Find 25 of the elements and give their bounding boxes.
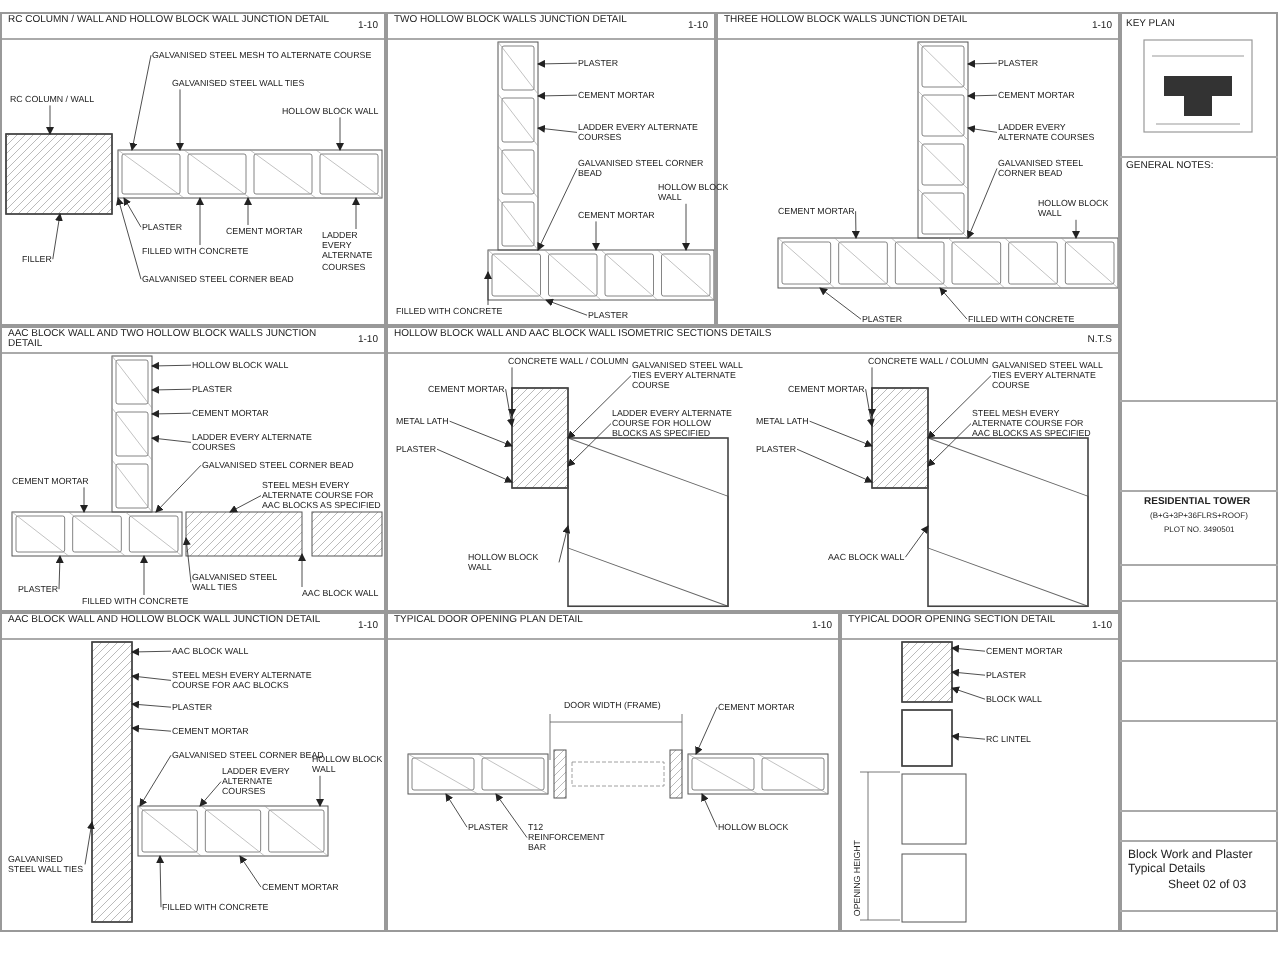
block-wall-section [137, 805, 329, 857]
block-wall-section [11, 511, 183, 557]
block-wall-section [497, 41, 539, 251]
detail-panel [386, 326, 1120, 612]
detail-panel [386, 612, 840, 932]
block-wall-section [407, 753, 549, 795]
wall-drawing [567, 437, 729, 608]
block-wall-section [901, 641, 953, 703]
block-wall-section [117, 149, 383, 199]
block-wall-section [687, 753, 829, 795]
lintel-section [901, 709, 953, 767]
detail-panel [0, 12, 386, 326]
detail-panel [0, 612, 386, 932]
detail-panel [840, 612, 1120, 932]
block-wall-section [487, 249, 714, 301]
block-wall-section [917, 41, 969, 239]
column-section [5, 133, 113, 215]
block-wall-section [777, 237, 1118, 289]
column-drawing [511, 387, 569, 489]
detail-panel [0, 326, 386, 612]
block-wall-section [111, 355, 153, 513]
wall-drawing [927, 437, 1089, 608]
aac-block-section [91, 641, 133, 923]
column-drawing [871, 387, 929, 489]
aac-block-section [185, 511, 303, 557]
